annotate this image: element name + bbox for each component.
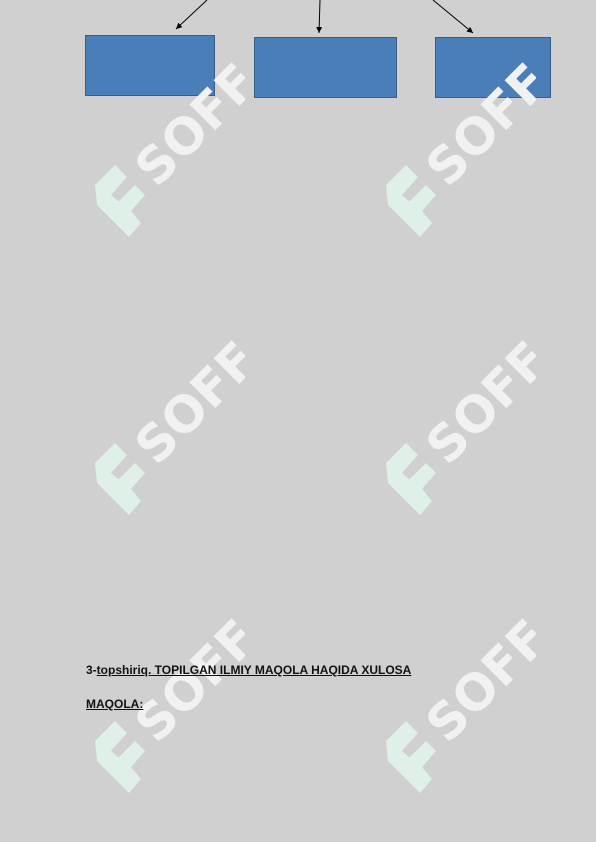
watermark-text: SOFF (415, 333, 536, 475)
article-label: MAQOLA: (86, 697, 144, 711)
watermark-text: SOFF (415, 611, 536, 753)
watermark: SOFF (75, 609, 269, 793)
arrow-right (432, 0, 474, 34)
watermark: SOFF (366, 53, 560, 237)
diagram-box-right (435, 37, 551, 98)
watermark-text: SOFF (124, 55, 245, 197)
soff-logo-icon (386, 165, 436, 237)
watermark-text: SOFF (124, 611, 245, 753)
diagram-arrows (175, 0, 474, 34)
watermark-text: SOFF (415, 55, 536, 197)
soff-logo-icon (386, 443, 436, 515)
soff-logo-icon (95, 721, 145, 793)
watermark-text: SOFF (124, 333, 245, 475)
arrow-middle (316, 0, 323, 34)
task-number: 3- (86, 663, 97, 677)
watermark: SOFF (75, 331, 269, 515)
arrow-left (175, 0, 208, 30)
diagram-box-left (85, 35, 215, 96)
task-title: topshiriq. TOPILGAN ILMIY MAQOLA HAQIDA … (96, 663, 412, 677)
soff-logo-icon (95, 165, 145, 237)
task-heading: 3-topshiriq. TOPILGAN ILMIY MAQOLA HAQID… (86, 663, 411, 677)
watermark: SOFF (366, 331, 560, 515)
soff-logo-icon (386, 721, 436, 793)
soff-logo-icon (95, 443, 145, 515)
diagram-box-middle (254, 37, 397, 98)
watermark: SOFF (366, 609, 560, 793)
watermark: SOFF (75, 53, 269, 237)
